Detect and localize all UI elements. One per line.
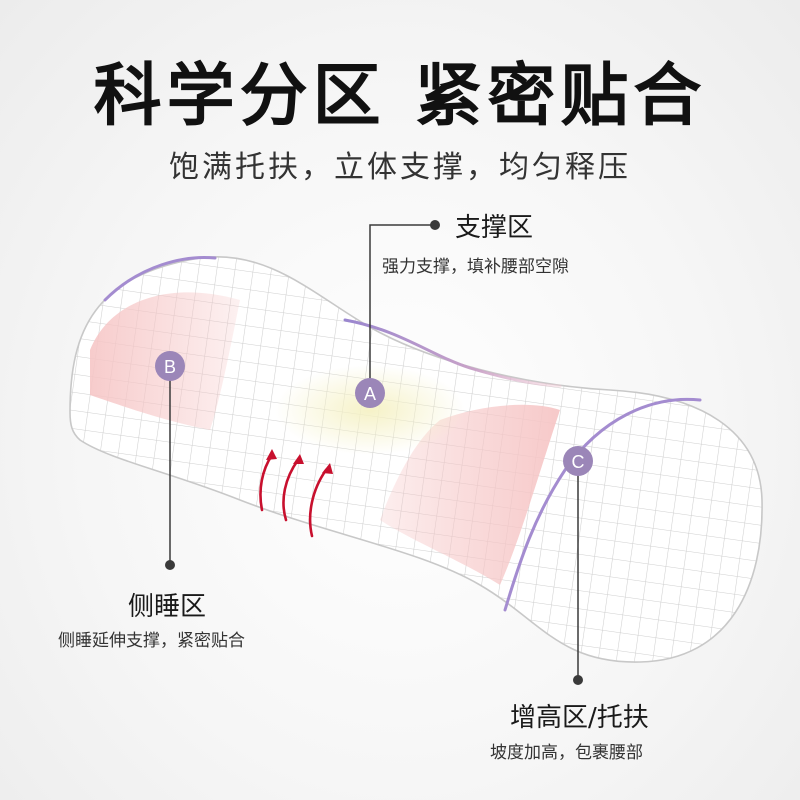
zone-a-highlight — [275, 365, 465, 455]
arrow-heads — [266, 449, 333, 474]
dot-c — [573, 675, 583, 685]
zone-c-desc: 坡度加高，包裹腰部 — [490, 743, 643, 763]
leader-lines — [169, 224, 579, 680]
zone-c-name: 增高区/托扶 — [510, 703, 649, 733]
dot-b — [165, 560, 175, 570]
svg-text:C: C — [572, 452, 585, 472]
right-curve-outline — [503, 397, 702, 612]
page-subtitle: 饱满托扶，立体支撑，均匀释压 — [169, 150, 631, 185]
page-title: 科学分区 紧密贴合 — [93, 57, 707, 136]
dot-a — [430, 220, 440, 230]
leader-line-a — [369, 224, 435, 392]
zone-a-desc: 强力支撑，填补腰部空隙 — [382, 257, 569, 277]
badge-a: A — [355, 378, 385, 408]
zone-b-name: 侧睡区 — [128, 592, 207, 622]
svg-text:B: B — [164, 357, 176, 377]
badge-b: B — [155, 351, 185, 381]
badge-c: C — [563, 446, 593, 476]
support-wave-line — [343, 318, 562, 388]
zone-c-highlight — [380, 404, 560, 585]
leader-dots — [165, 220, 583, 685]
zone-b-desc: 侧睡延伸支撑，紧密贴合 — [58, 631, 245, 651]
left-edge-outline — [103, 256, 217, 302]
svg-text:A: A — [364, 384, 376, 404]
zone-a-name: 支撑区 — [455, 213, 534, 243]
